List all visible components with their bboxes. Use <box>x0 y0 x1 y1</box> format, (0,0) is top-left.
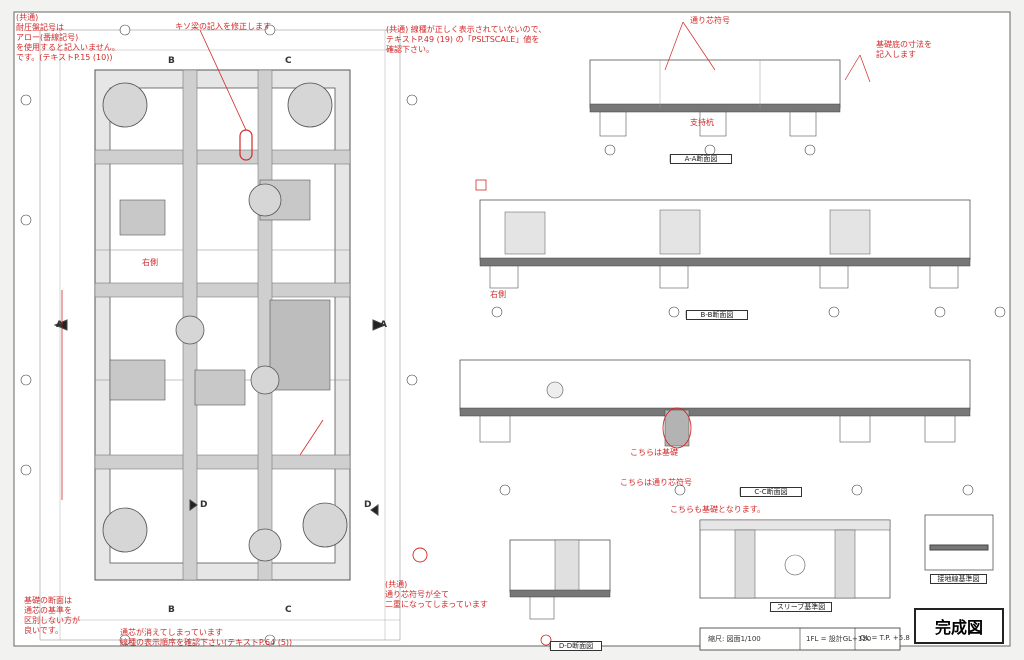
title-scale: 縮尺: 図面1/100 <box>708 635 761 643</box>
annotation-right-top-1: 通り芯符号 <box>690 16 730 25</box>
plan-cut-b-top: B <box>168 56 175 66</box>
annotation-right-mid-1: こちらは基礎 <box>630 448 678 457</box>
annotation-bottom-mid-1: 通芯が消えてしまっています 線種の表示順序を確認下さい(テキストP.64 (5)… <box>120 628 293 647</box>
annotation-right-top-2: 基礎底の寸法を 記入します <box>876 40 932 59</box>
grounding-detail-label: 接地線基準図 <box>930 574 987 584</box>
annotation-right-mid-3: こちらも基礎となります。 <box>670 505 765 514</box>
grounding-detail <box>924 514 994 571</box>
annotation-center-top: キソ梁の記入を修正します <box>175 22 271 31</box>
annotation-bottom-mid-2: (共通) 通り芯符号が全て 二重になってしまっています <box>385 580 488 609</box>
section-cc-label: C-C断面図 <box>740 487 802 497</box>
annotation-top-left: (共通) 耐圧盤記号は アロー(番線記号) を使用すると記入いません。 です。(… <box>16 13 120 62</box>
annotation-top-mid: (共通) 線種が正しく表示されていないので、 テキストP.49 (19) の「P… <box>386 25 547 54</box>
annotation-mid-left-2: 右側 <box>490 290 506 299</box>
section-bb-label: B-B断面図 <box>686 310 748 320</box>
sleeve-detail <box>699 519 891 599</box>
plan-cut-c-top: C <box>285 56 292 66</box>
plan-cut-a-right: A <box>380 320 387 330</box>
annotation-right-top-3: 支持杭 <box>690 118 714 127</box>
drawing-title: 完成図 <box>914 608 1004 644</box>
section-dd <box>509 539 611 650</box>
plan-cut-a-left: A <box>56 320 63 330</box>
plan-cut-d-left: D <box>200 500 208 510</box>
section-cc <box>459 359 974 496</box>
title-fl: 1FL = 設計GL+120 <box>806 635 872 643</box>
foundation-plan <box>20 24 428 646</box>
plan-cut-b-bottom: B <box>168 605 175 615</box>
title-block-frame <box>699 627 901 651</box>
annotation-right-mid-2: こちらは通り芯符号 <box>620 478 692 487</box>
section-aa-label: A-A断面図 <box>670 154 732 164</box>
plan-cut-d-right: D <box>364 500 372 510</box>
annotation-bottom-left: 基礎の断面は 通芯の基準を 区別しない方が 良いです。 <box>24 596 80 635</box>
plan-cut-c-bottom: C <box>285 605 292 615</box>
title-gl: GL = T.P. +5.8 <box>860 634 910 642</box>
sleeve-detail-label: スリーブ基準図 <box>770 602 832 612</box>
annotation-mid-left: 右側 <box>142 258 158 267</box>
section-dd-label: D-D断面図 <box>550 641 602 651</box>
